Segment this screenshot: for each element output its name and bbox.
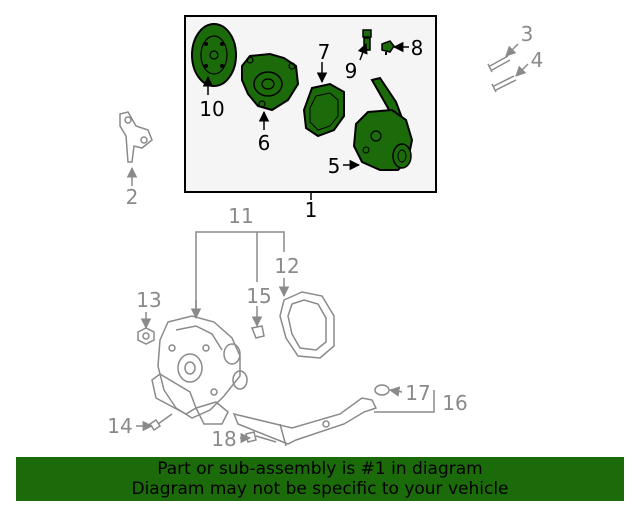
bolt-part-14 — [148, 413, 173, 432]
callout-9: 9 — [345, 59, 358, 83]
gasket-part-7[interactable] — [302, 82, 345, 138]
callout-6: 6 — [258, 131, 271, 155]
callout-3: 3 — [521, 22, 534, 46]
housing-part-5[interactable] — [352, 76, 414, 171]
banner-line-2: Diagram may not be specific to your vehi… — [131, 479, 509, 499]
callout-12: 12 — [274, 254, 299, 278]
pulley-part-10[interactable] — [191, 23, 237, 87]
callout-8: 8 — [411, 36, 424, 60]
gray-context-parts — [119, 55, 517, 447]
inset-leader-lines — [202, 41, 409, 200]
gasket-part-12 — [279, 291, 335, 359]
gray-leader-lines — [126, 43, 529, 444]
callout-2: 2 — [126, 185, 139, 209]
callout-16: 16 — [442, 391, 467, 415]
bolt-part-8[interactable] — [381, 40, 395, 55]
callout-15: 15 — [246, 284, 271, 308]
clip-part-15 — [250, 325, 265, 339]
callout-1: 1 — [305, 198, 318, 222]
assembly-notice-banner: Part or sub-assembly is #1 in diagram Di… — [16, 457, 624, 501]
callout-7: 7 — [318, 40, 331, 64]
callout-18: 18 — [211, 427, 236, 451]
thermostat-housing-part-11 — [151, 315, 248, 425]
o-ring-part-17 — [374, 384, 390, 396]
callout-13: 13 — [136, 288, 161, 312]
nut-part-13 — [137, 327, 155, 345]
callout-10: 10 — [199, 97, 224, 121]
pipe-part-16 — [232, 397, 378, 445]
bolt-part-3 — [487, 55, 511, 73]
bracket-part-2 — [119, 111, 153, 163]
banner-line-1: Part or sub-assembly is #1 in diagram — [157, 459, 483, 479]
callout-5: 5 — [328, 154, 341, 178]
callout-4: 4 — [531, 48, 544, 72]
water-pump-part-6[interactable] — [241, 52, 300, 112]
callout-11: 11 — [228, 204, 253, 228]
callout-17: 17 — [405, 381, 430, 405]
callout-14: 14 — [107, 414, 132, 438]
bolt-part-4 — [491, 75, 517, 93]
